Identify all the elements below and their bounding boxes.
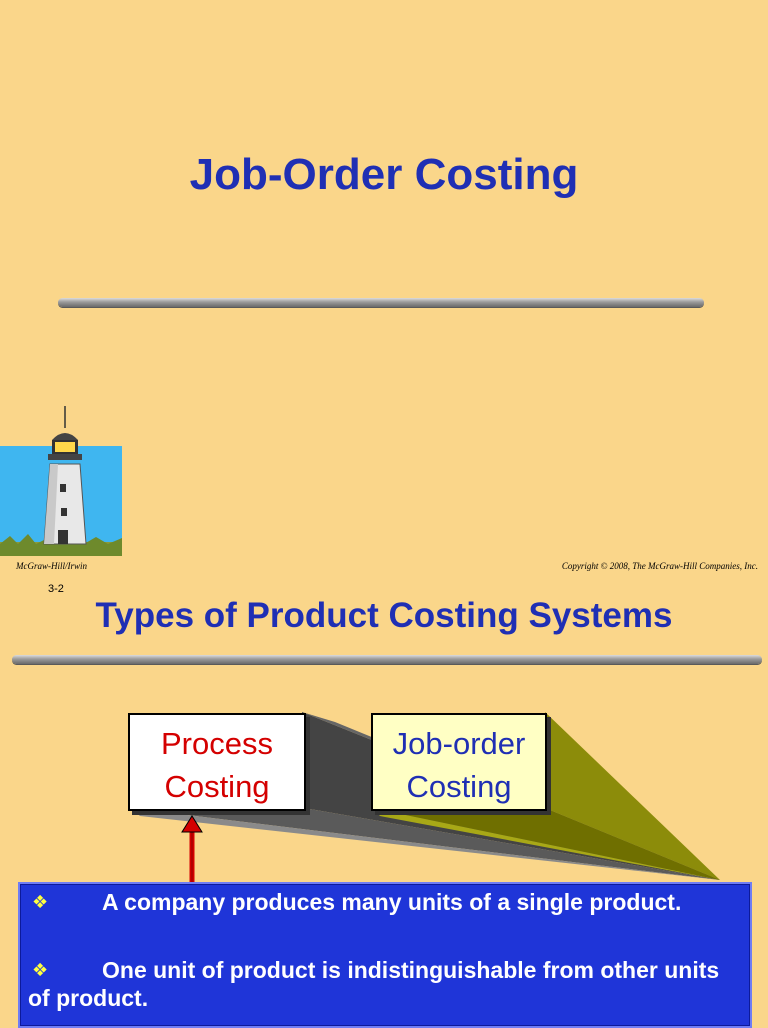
process-costing-line2: Costing	[164, 769, 270, 804]
up-arrow-icon	[181, 815, 203, 886]
job-order-costing-line2: Costing	[406, 769, 512, 804]
bullet-item-2: ❖One unit of product is indistinguishabl…	[28, 956, 740, 1012]
bullet-text-1: A company produces many units of a singl…	[102, 889, 682, 915]
slide1-title: Job-Order Costing	[189, 150, 579, 199]
title-divider-2	[12, 655, 762, 664]
job-order-costing-line1: Job-order	[392, 726, 526, 761]
lighthouse-clipart	[0, 406, 122, 556]
process-costing-line1: Process	[161, 726, 273, 761]
process-costing-box: Process Costing	[128, 713, 306, 811]
slide2-title: Types of Product Costing Systems	[95, 596, 673, 635]
bullet-text-2: One unit of product is indistinguishable…	[28, 957, 720, 1011]
title-divider	[58, 298, 704, 307]
bullet-item-1: ❖ A company produces many units of a sing…	[28, 888, 740, 916]
diamond-bullet-icon: ❖	[32, 960, 49, 980]
bullet-panel: ❖ A company produces many units of a sing…	[18, 882, 752, 1028]
copyright-footer: Copyright © 2008, The McGraw-Hill Compan…	[561, 561, 758, 571]
diamond-bullet-icon: ❖	[32, 892, 49, 912]
slide-number: 3-2	[48, 583, 64, 595]
publisher-footer: McGraw-Hill/Irwin	[16, 561, 87, 571]
job-order-costing-box: Job-order Costing	[371, 713, 547, 811]
